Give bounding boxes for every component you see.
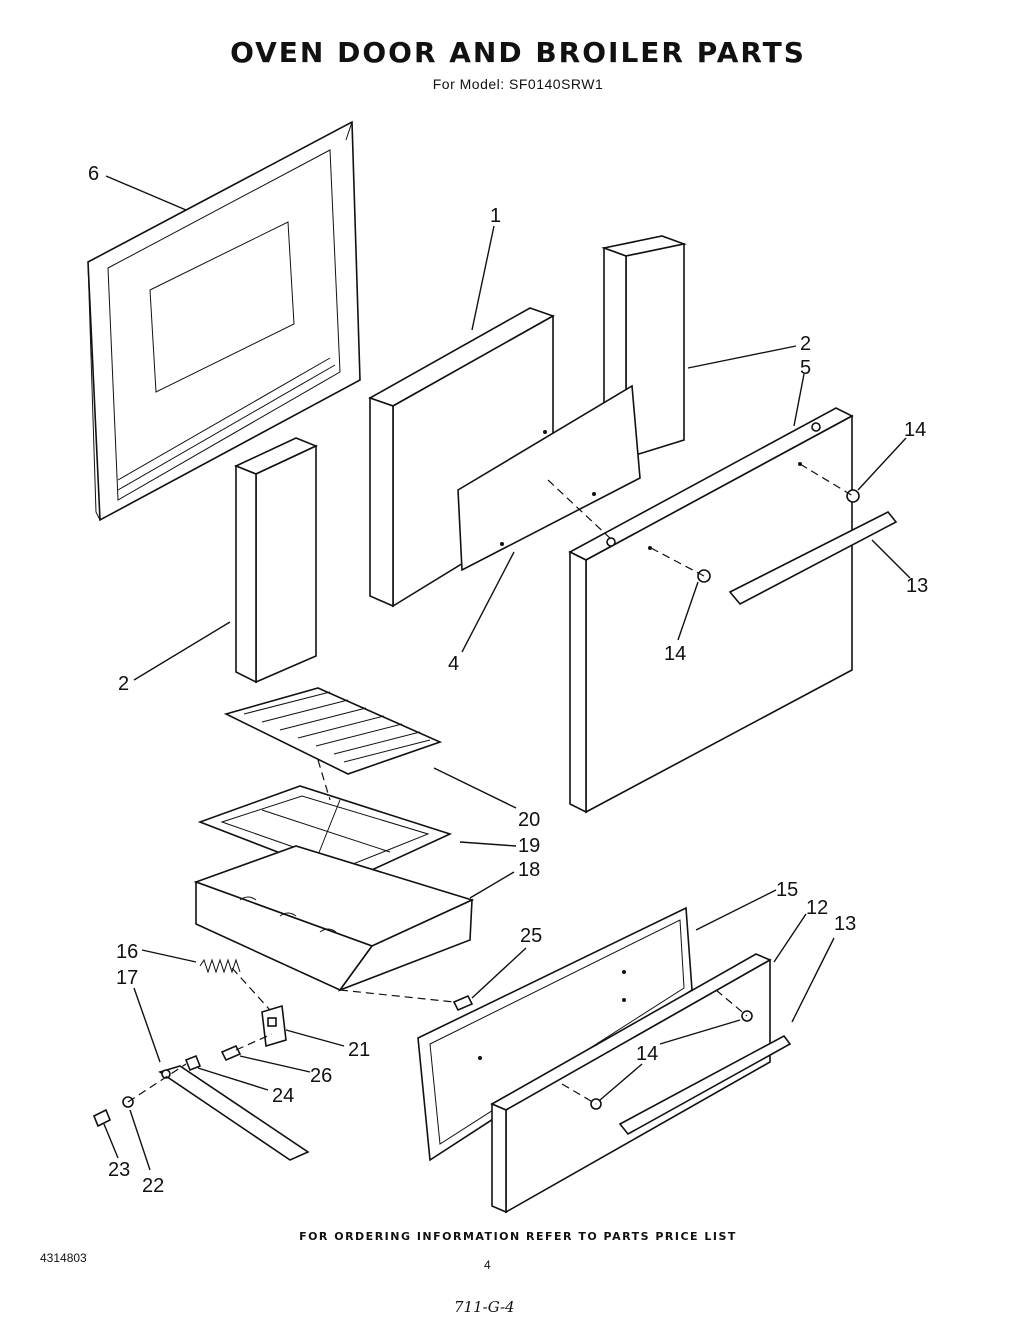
model-subtitle: For Model: SF0140SRW1 xyxy=(432,76,604,92)
callout-14-lower: 14 xyxy=(636,1043,658,1065)
broiler-grid xyxy=(223,687,443,775)
callout-17: 17 xyxy=(116,967,138,989)
callout-5: 5 xyxy=(800,357,811,379)
callout-13-upper: 13 xyxy=(906,575,928,597)
outer-oven-door xyxy=(568,407,854,814)
callout-14-upper: 14 xyxy=(904,419,926,441)
callout-23: 23 xyxy=(108,1159,130,1181)
pin-25 xyxy=(452,994,474,1012)
callout-20: 20 xyxy=(518,809,540,831)
broiler-pan xyxy=(193,845,475,992)
page-title: OVEN DOOR AND BROILER PARTS xyxy=(230,36,806,69)
ordering-info-footer: FOR ORDERING INFORMATION REFER TO PARTS … xyxy=(299,1230,737,1243)
callout-13-lower: 13 xyxy=(834,913,856,935)
insulation-strip-lower xyxy=(233,437,319,684)
callout-22: 22 xyxy=(142,1175,164,1197)
leader-lines xyxy=(103,175,911,1171)
page-number: 4 xyxy=(484,1258,491,1272)
callout-24: 24 xyxy=(272,1085,294,1107)
callout-6: 6 xyxy=(88,163,99,185)
insulation-retainer xyxy=(457,384,641,572)
callout-18: 18 xyxy=(518,859,540,881)
callout-labels: 6 1 2 5 14 13 14 4 2 20 19 18 15 12 13 1… xyxy=(88,163,928,1197)
document-number: 4314803 xyxy=(40,1251,87,1265)
callout-2-upper: 2 xyxy=(800,333,811,355)
callout-15: 15 xyxy=(776,879,798,901)
callout-21: 21 xyxy=(348,1039,370,1061)
insulation-block-large xyxy=(368,307,555,608)
callout-26: 26 xyxy=(310,1065,332,1087)
broiler-door-outer xyxy=(490,953,772,1214)
callout-2-lower: 2 xyxy=(118,673,129,695)
latch-bracket xyxy=(261,1004,287,1048)
callout-14-middle: 14 xyxy=(664,643,686,665)
screw-26 xyxy=(220,1044,242,1062)
callout-12: 12 xyxy=(806,897,828,919)
inner-door-panel xyxy=(87,120,361,522)
broiler-slide-rail xyxy=(158,1065,310,1161)
callout-16: 16 xyxy=(116,941,138,963)
callout-4: 4 xyxy=(448,653,459,675)
nut-24 xyxy=(184,1054,202,1072)
handwritten-note: 711-G-4 xyxy=(454,1298,515,1316)
callout-25: 25 xyxy=(520,925,542,947)
callout-1: 1 xyxy=(490,205,501,227)
callout-19: 19 xyxy=(518,835,540,857)
broiler-spring xyxy=(199,958,241,974)
screw-23 xyxy=(92,1108,112,1128)
oven-door-handle xyxy=(728,510,898,606)
assembly-lines xyxy=(127,463,854,1105)
handle-spacers xyxy=(648,462,860,583)
